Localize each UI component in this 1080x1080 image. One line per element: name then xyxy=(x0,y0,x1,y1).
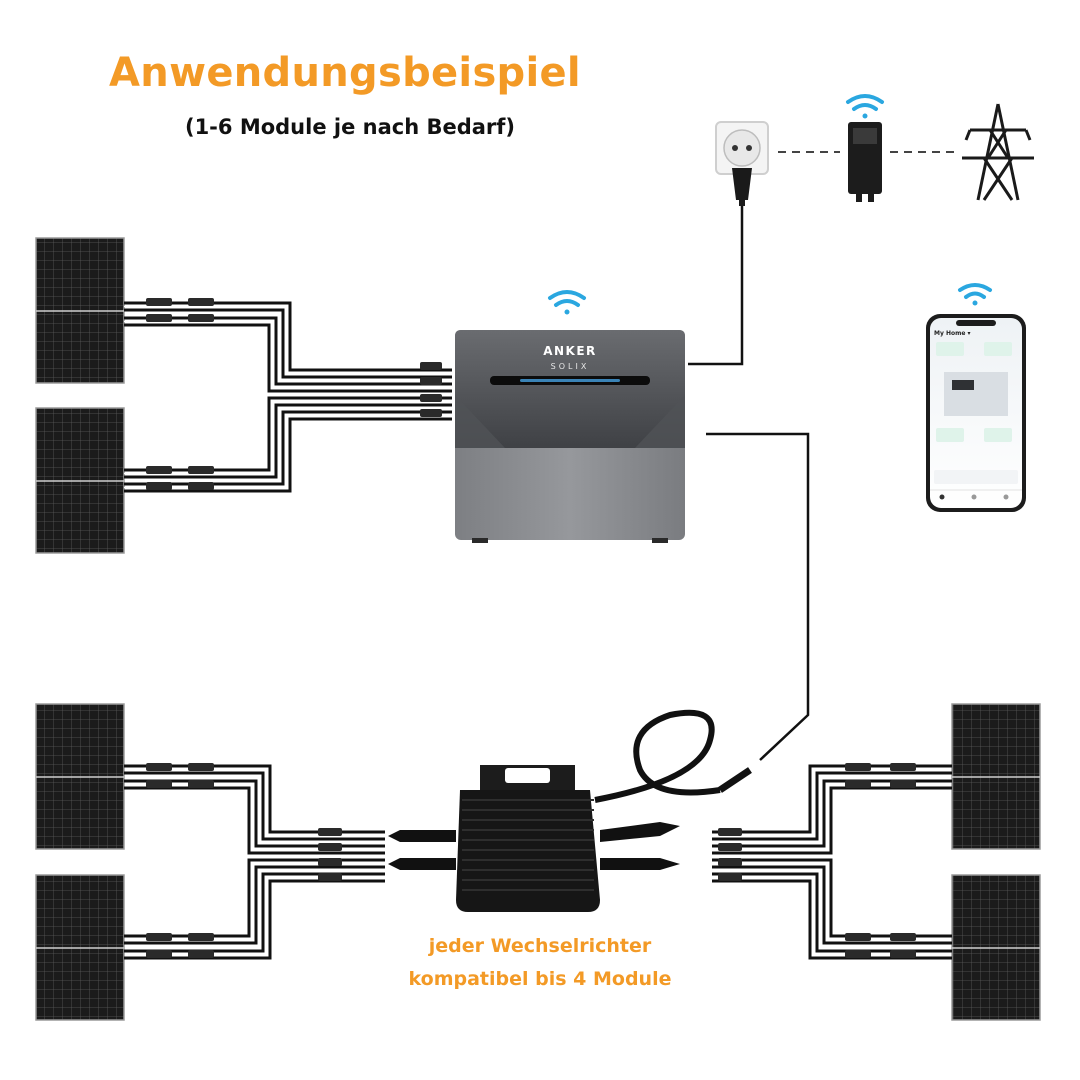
dc-cables-top xyxy=(124,301,452,493)
mc4-connectors xyxy=(146,298,916,958)
wifi-icon-meter xyxy=(846,94,884,119)
wifi-icon-phone xyxy=(958,283,992,306)
battery-product: SOLIX xyxy=(551,362,590,371)
solar-panel-bottom-left-1 xyxy=(35,703,125,850)
inverter-caption: jeder Wechselrichter kompatibel bis 4 Mo… xyxy=(380,930,700,996)
solar-panel-top-left-1 xyxy=(35,237,125,384)
smartphone-icon: My Home ▾ xyxy=(926,314,1026,512)
solar-panel-top-left-2 xyxy=(35,407,125,554)
wifi-icon xyxy=(548,290,586,315)
battery-storage: ANKER SOLIX xyxy=(455,330,685,543)
power-socket-icon xyxy=(715,121,769,175)
solar-panel-bottom-right-1 xyxy=(951,703,1041,850)
power-tower-icon xyxy=(962,103,1034,201)
inverter-caption-line1: jeder Wechselrichter xyxy=(428,935,652,957)
ac-cables xyxy=(688,205,810,761)
page-subtitle: (1-6 Module je nach Bedarf) xyxy=(184,115,516,139)
phone-header: My Home ▾ xyxy=(934,330,971,337)
dc-cables-bottom-left xyxy=(124,764,385,960)
battery-brand: ANKER xyxy=(543,344,597,358)
smart-meter-icon xyxy=(848,122,882,202)
plug-icon xyxy=(732,168,752,206)
solar-panel-bottom-left-2 xyxy=(35,874,125,1021)
solar-panel-bottom-right-2 xyxy=(951,874,1041,1021)
micro-inverter xyxy=(388,709,752,912)
dc-cables-bottom-right xyxy=(712,764,952,960)
page-title: Anwendungsbeispiel xyxy=(109,50,581,96)
battery-led-strip xyxy=(520,379,620,382)
inverter-caption-line2: kompatibel bis 4 Module xyxy=(408,968,672,990)
